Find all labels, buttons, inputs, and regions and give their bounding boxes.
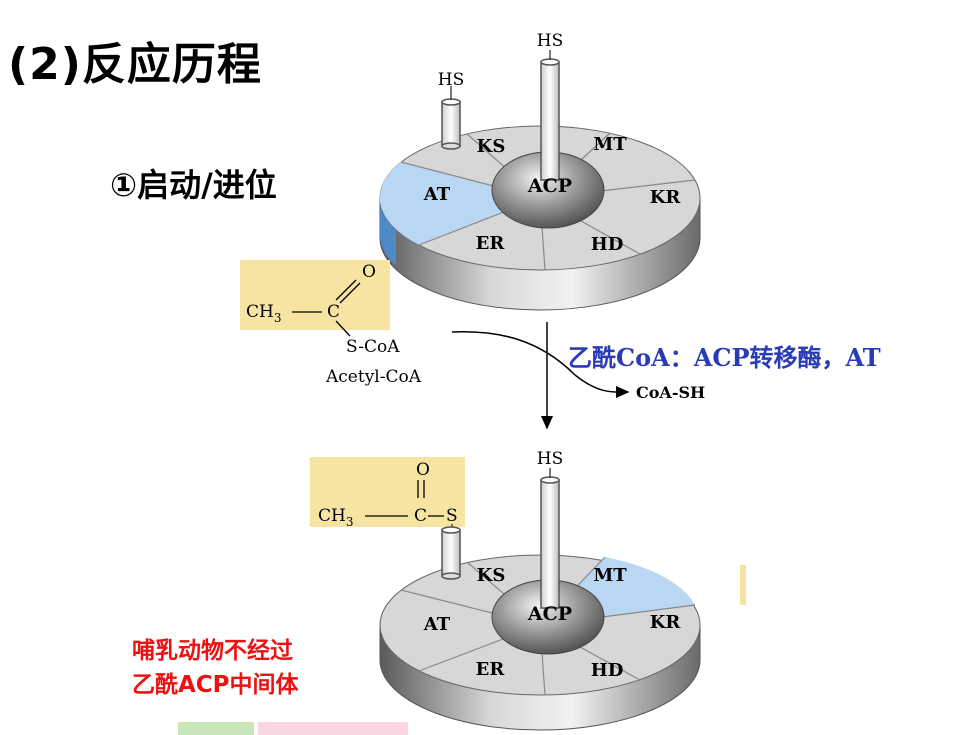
hs-label-top-center: HS — [537, 31, 563, 51]
segment-acp-bottom: ACP — [527, 603, 572, 625]
segment-hd-bottom: HD — [591, 660, 624, 681]
segment-ks-bottom: KS — [477, 565, 506, 586]
page-title: (2)反应历程 — [8, 39, 262, 90]
segment-mt-top: MT — [593, 134, 627, 155]
acetyl-coa-ch3: CH3 — [246, 302, 281, 325]
green-swatch — [178, 722, 254, 735]
enzyme-label: 乙酰CoA：ACP转移酶，AT — [568, 343, 881, 372]
pink-swatch — [258, 722, 408, 735]
mammal-note-line1: 哺乳动物不经过 — [132, 638, 293, 664]
product-coa-sh: CoA-SH — [636, 383, 705, 402]
fas-complex-top: HS HS KS MT KR HD ER AT ACP — [379, 31, 701, 311]
segment-acp-top: ACP — [527, 175, 572, 197]
acyl-ch3: CH3 — [318, 506, 353, 529]
acetyl-coa-oxygen: O — [362, 262, 376, 282]
segment-er-top: ER — [476, 233, 506, 254]
segment-kr-bottom: KR — [650, 612, 682, 633]
acetyl-coa-carbon: C — [327, 302, 340, 322]
segment-at-top: AT — [423, 184, 451, 205]
acyl-oxygen: O — [416, 460, 430, 480]
reaction-arrows: CoA-SH — [451, 322, 705, 430]
acetyl-coa-scoa: S-CoA — [346, 337, 400, 357]
acyl-sulfur: S — [446, 506, 458, 526]
acetyl-coa-structure: CH3 C O S-CoA Acetyl-CoA — [240, 260, 422, 387]
segment-at-bottom: AT — [423, 614, 451, 635]
fas-complex-bottom: HS KS MT KR HD ER AT ACP — [379, 449, 746, 731]
hs-label-top-left: HS — [438, 70, 464, 90]
acetyl-coa-name: Acetyl-CoA — [325, 367, 422, 387]
segment-er-bottom: ER — [476, 659, 506, 680]
segment-kr-top: KR — [650, 187, 682, 208]
hs-label-bottom-center: HS — [537, 449, 563, 469]
segment-mt-bottom: MT — [593, 565, 627, 586]
segment-hd-top: HD — [591, 234, 624, 255]
acyl-carbon: C — [414, 506, 427, 526]
acetyl-s-structure: O CH3 C S — [310, 457, 465, 530]
mammal-note-line2: 乙酰ACP中间体 — [132, 672, 299, 698]
segment-ks-top: KS — [477, 136, 506, 157]
mammal-note: 哺乳动物不经过 乙酰ACP中间体 — [132, 634, 299, 702]
step-subtitle: ①启动/进位 — [110, 166, 277, 204]
